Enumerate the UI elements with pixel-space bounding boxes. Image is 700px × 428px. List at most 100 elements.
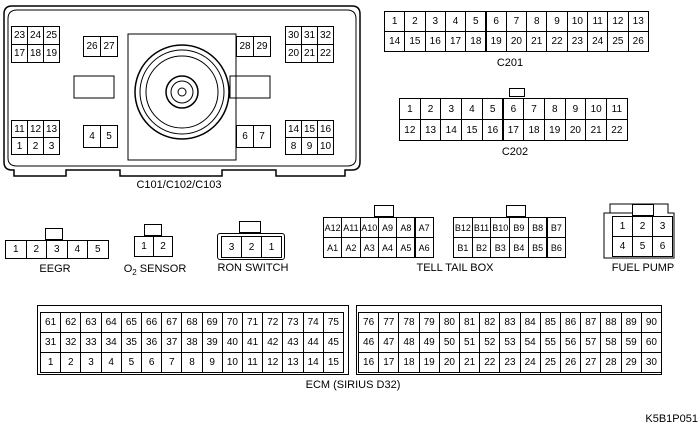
ron-pin-1: 1 [261, 236, 282, 258]
ecm-r-pin-58: 58 [600, 332, 622, 353]
ecm-r-pin-82: 82 [479, 312, 501, 333]
tell-tail-box-label: TELL TAIL BOX [416, 262, 494, 274]
ecm-r-pin-51: 51 [459, 332, 481, 353]
fuel-pin-1: 1 [612, 216, 633, 237]
ecm-l-pin-75: 75 [322, 312, 344, 333]
c201-pin-14: 14 [384, 31, 406, 52]
ecm-l-pin-5: 5 [120, 352, 142, 373]
c101-pin-28: 28 [236, 36, 254, 57]
c201-pin-26: 26 [627, 31, 649, 52]
ecm-l-pin-8: 8 [181, 352, 203, 373]
ecm-r-pin-59: 59 [620, 332, 642, 353]
ecm-r-pin-83: 83 [499, 312, 521, 333]
ecm-r-pin-28: 28 [600, 352, 622, 373]
ecm-r-pin-79: 79 [418, 312, 440, 333]
ron-switch-label: RON SWITCH [217, 262, 289, 274]
ecm-l-pin-3: 3 [80, 352, 102, 373]
ecm-l-pin-44: 44 [302, 332, 324, 353]
eegr-latch-icon [45, 228, 63, 240]
ecm-l-pin-73: 73 [282, 312, 304, 333]
c101-pin-7: 7 [253, 125, 271, 148]
ecm-r-pin-85: 85 [539, 312, 561, 333]
ecm-r-pin-77: 77 [378, 312, 400, 333]
ecm-l-pin-31: 31 [40, 332, 62, 353]
eegr-pin-3: 3 [46, 240, 68, 259]
ecm-r-pin-53: 53 [499, 332, 521, 353]
ecm-r-pin-30: 30 [640, 352, 662, 373]
ecm-l-pin-2: 2 [60, 352, 82, 373]
c202-pin-22: 22 [606, 119, 628, 141]
c202-latch-icon [509, 88, 525, 97]
eegr-label: EEGR [39, 263, 71, 275]
ecm-r-pin-78: 78 [398, 312, 420, 333]
fuel-pin-4: 4 [612, 236, 633, 257]
ecm-l-pin-69: 69 [201, 312, 223, 333]
ecm-r-pin-21: 21 [459, 352, 481, 373]
ecm-l-pin-1: 1 [40, 352, 62, 373]
ecm-r-pin-86: 86 [560, 312, 582, 333]
ecm-r-pin-55: 55 [539, 332, 561, 353]
tell-left-latch-icon [374, 205, 394, 217]
c101-pin-29: 29 [253, 36, 271, 57]
fuel-pump-label: FUEL PUMP [611, 262, 675, 274]
ecm-r-pin-23: 23 [499, 352, 521, 373]
tell-pin-a4: A4 [377, 237, 398, 258]
ecm-r-pin-88: 88 [600, 312, 622, 333]
ecm-l-pin-42: 42 [262, 332, 284, 353]
ecm-l-pin-66: 66 [141, 312, 163, 333]
ecm-r-pin-52: 52 [479, 332, 501, 353]
c101-pin-22: 22 [317, 44, 334, 63]
ecm-l-pin-38: 38 [181, 332, 203, 353]
ecm-r-pin-89: 89 [620, 312, 642, 333]
ecm-r-pin-20: 20 [438, 352, 460, 373]
ecm-r-pin-50: 50 [438, 332, 460, 353]
fuel-pin-6: 6 [652, 236, 673, 257]
c201-label: C201 [496, 57, 524, 69]
ecm-l-pin-45: 45 [322, 332, 344, 353]
fuel-pin-5: 5 [632, 236, 653, 257]
ecm-r-pin-56: 56 [560, 332, 582, 353]
ecm-r-pin-76: 76 [358, 312, 380, 333]
ecm-r-pin-19: 19 [418, 352, 440, 373]
ecm-r-pin-26: 26 [560, 352, 582, 373]
ecm-l-pin-13: 13 [282, 352, 304, 373]
figure-code: K5B1P051 [645, 413, 698, 425]
ecm-r-pin-46: 46 [358, 332, 380, 353]
ecm-l-pin-10: 10 [221, 352, 243, 373]
ecm-l-pin-41: 41 [242, 332, 264, 353]
c202-label: C202 [501, 146, 529, 158]
ecm-l-pin-74: 74 [302, 312, 324, 333]
fuel-pin-3: 3 [652, 216, 673, 237]
c101-label: C101/C102/C103 [136, 179, 222, 191]
c101-pin-27: 27 [100, 36, 118, 57]
o2-sensor-label: O2 SENSOR [123, 263, 187, 278]
ecm-l-pin-43: 43 [282, 332, 304, 353]
ecm-r-pin-54: 54 [519, 332, 541, 353]
ecm-l-pin-4: 4 [100, 352, 122, 373]
ecm-l-pin-34: 34 [100, 332, 122, 353]
ecm-r-pin-18: 18 [398, 352, 420, 373]
ecm-r-pin-16: 16 [358, 352, 380, 373]
ecm-r-pin-22: 22 [479, 352, 501, 373]
eegr-pin-5: 5 [87, 240, 109, 259]
ecm-r-pin-48: 48 [398, 332, 420, 353]
ecm-l-pin-64: 64 [100, 312, 122, 333]
ecm-l-pin-36: 36 [141, 332, 163, 353]
ecm-l-pin-11: 11 [242, 352, 264, 373]
ecm-l-pin-72: 72 [262, 312, 284, 333]
ecm-r-pin-24: 24 [519, 352, 541, 373]
fuel-pin-2: 2 [632, 216, 653, 237]
ecm-r-pin-81: 81 [459, 312, 481, 333]
o2-pin-2: 2 [153, 236, 173, 257]
ecm-r-pin-84: 84 [519, 312, 541, 333]
ecm-r-pin-47: 47 [378, 332, 400, 353]
ecm-l-pin-40: 40 [221, 332, 243, 353]
ecm-r-pin-87: 87 [580, 312, 602, 333]
c101-pin-17: 17 [11, 44, 28, 63]
ecm-r-pin-17: 17 [378, 352, 400, 373]
c101-pin-10: 10 [317, 137, 334, 155]
ecm-l-pin-71: 71 [242, 312, 264, 333]
ecm-r-pin-25: 25 [539, 352, 561, 373]
ecm-l-pin-9: 9 [201, 352, 223, 373]
